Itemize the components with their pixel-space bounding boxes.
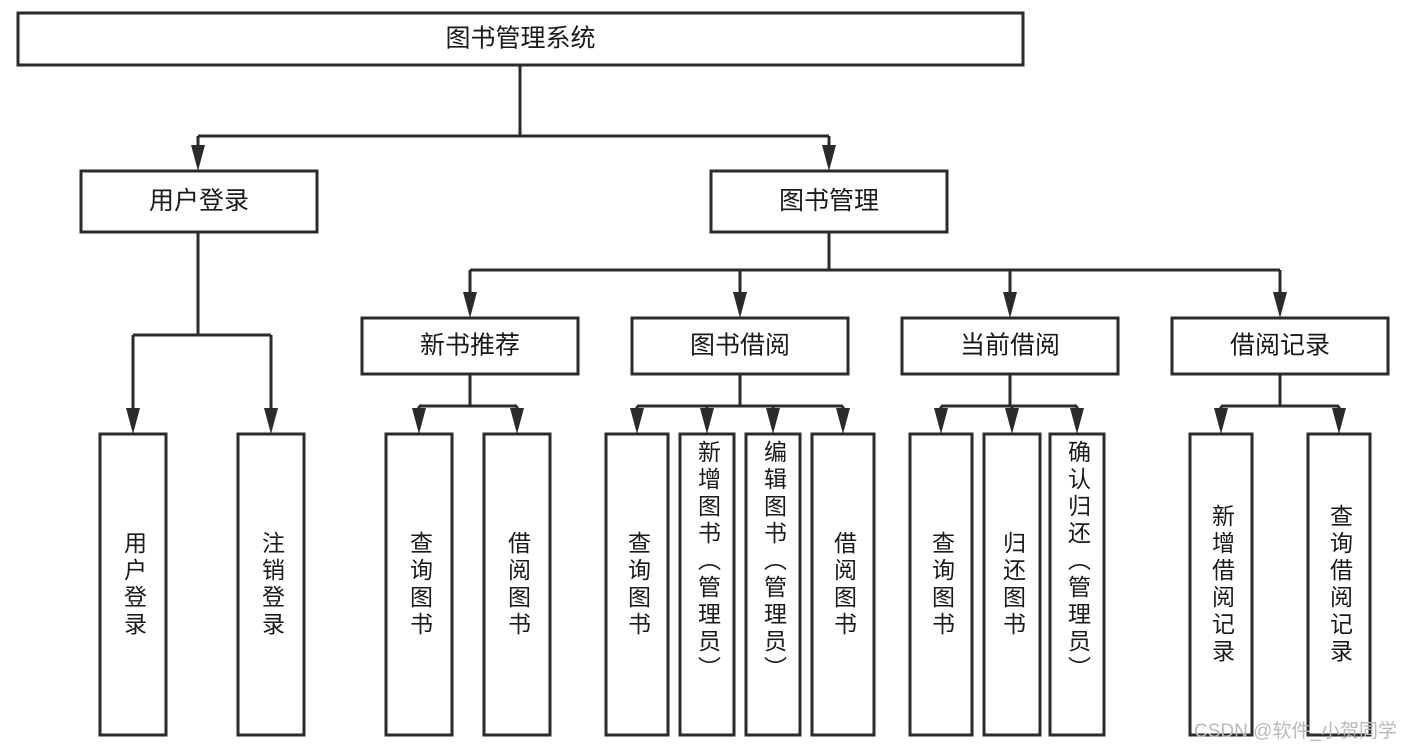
node-box-leaf-edit-book[interactable]: [744, 432, 802, 737]
node-box-leaf-borrow-book-rec[interactable]: [482, 432, 552, 737]
node-box-book-manage[interactable]: [709, 169, 949, 234]
node-box-leaf-confirm-return[interactable]: [1048, 432, 1106, 737]
node-label-new-book-rec: 新书推荐: [420, 332, 520, 360]
arrow-head-icon: [1005, 408, 1019, 434]
node-box-borrow-record[interactable]: [1170, 316, 1390, 376]
node-box-leaf-add-record[interactable]: [1188, 432, 1254, 737]
node-box-leaf-query-book-bor[interactable]: [604, 432, 670, 737]
node-label-current-borrow: 当前借阅: [960, 332, 1060, 360]
arrow-head-icon: [836, 408, 850, 434]
arrow-head-icon: [934, 408, 948, 434]
node-box-book-borrow[interactable]: [630, 316, 850, 376]
arrow-head-icon: [510, 408, 524, 434]
node-label-borrow-record: 借阅记录: [1230, 332, 1330, 360]
watermark-text: CSDN @软件_小贺同学: [1194, 721, 1397, 742]
arrow-head-icon: [264, 408, 278, 434]
node-label-book-borrow: 图书借阅: [690, 332, 790, 360]
node-box-leaf-query-book-cur[interactable]: [908, 432, 974, 737]
node-box-user-login[interactable]: [79, 169, 319, 234]
arrow-head-icon: [463, 292, 477, 318]
arrow-head-icon: [191, 145, 205, 171]
arrow-head-icon: [1070, 408, 1084, 434]
arrow-head-icon: [700, 408, 714, 434]
node-box-leaf-return-book[interactable]: [982, 432, 1042, 737]
arrow-head-icon: [822, 145, 836, 171]
arrow-head-icon: [630, 408, 644, 434]
arrow-head-icon: [1003, 292, 1017, 318]
node-box-root[interactable]: [16, 11, 1025, 67]
node-label-user-login: 用户登录: [149, 187, 249, 215]
arrow-head-icon: [1214, 408, 1228, 434]
node-box-leaf-borrow-book-bor[interactable]: [810, 432, 876, 737]
node-box-leaf-query-book-rec[interactable]: [384, 432, 454, 737]
node-box-leaf-query-record[interactable]: [1306, 432, 1372, 737]
node-box-leaf-logout[interactable]: [236, 432, 306, 737]
node-box-leaf-user-login[interactable]: [98, 432, 168, 737]
edges-layer: [126, 65, 1346, 434]
node-label-book-manage: 图书管理: [779, 187, 879, 215]
node-label-root: 图书管理系统: [445, 25, 595, 53]
node-box-new-book-rec[interactable]: [360, 316, 580, 376]
node-box-current-borrow[interactable]: [900, 316, 1120, 376]
arrow-head-icon: [1332, 408, 1346, 434]
arrow-head-icon: [412, 408, 426, 434]
arrow-head-icon: [1273, 292, 1287, 318]
arrow-head-icon: [766, 408, 780, 434]
node-box-leaf-add-book[interactable]: [678, 432, 736, 737]
arrow-head-icon: [126, 408, 140, 434]
arrow-head-icon: [733, 292, 747, 318]
